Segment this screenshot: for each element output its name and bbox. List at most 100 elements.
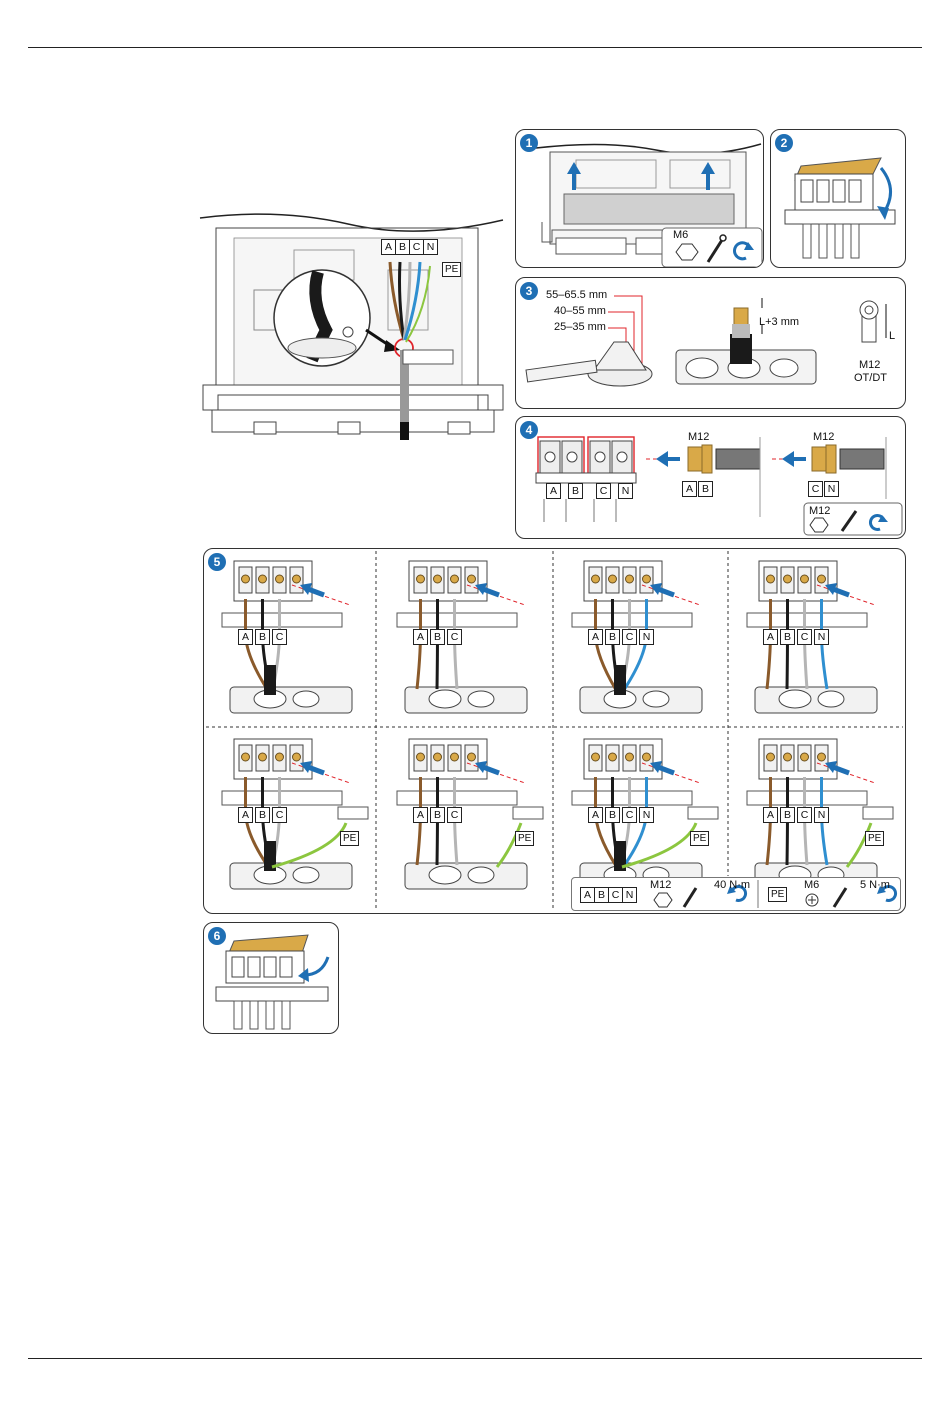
multicore-cable-sheath xyxy=(264,665,276,695)
step-5-torque-legend: A B C N M12 40 N·m PE M6 5 N·m xyxy=(571,877,901,911)
terminal-bolt xyxy=(626,753,634,761)
step-5-term-label: A xyxy=(763,807,778,823)
pe-cable xyxy=(272,823,346,867)
step-3-badge: 3 xyxy=(520,282,538,300)
torque-value-5: 5 N·m xyxy=(860,879,890,891)
step-5-term-label: A xyxy=(238,629,253,645)
mounting-rail xyxy=(747,791,867,805)
overview-term-n: N xyxy=(423,239,438,255)
step-5-term-label: C xyxy=(272,807,287,823)
cable-gland-plate xyxy=(230,687,352,713)
torque-bolt-m12: M12 xyxy=(650,879,671,891)
step-5-pe-label: PE xyxy=(690,831,709,846)
terminal-bolt xyxy=(293,753,301,761)
terminal-bolt xyxy=(592,753,600,761)
terminal-bolt xyxy=(242,575,250,583)
step-4-term-n: N xyxy=(618,483,633,499)
wrench-icon xyxy=(684,888,696,907)
cable-gland-plate xyxy=(580,687,702,713)
step-4-panel: 4 A B C N M12 xyxy=(515,416,906,539)
step-5-term-label: N xyxy=(814,629,829,645)
step-4-pair-left-a: A xyxy=(682,481,697,497)
step-5-pe-label: PE xyxy=(865,831,884,846)
terminal-bolt xyxy=(434,753,442,761)
terminal-bolt xyxy=(242,753,250,761)
step-4-bolt-right: M12 xyxy=(813,431,834,443)
terminal-bolt xyxy=(609,753,617,761)
multicore-cable-sheath xyxy=(614,665,626,695)
terminal-bolt xyxy=(451,575,459,583)
terminal-bolt xyxy=(468,753,476,761)
terminal-bolt xyxy=(801,753,809,761)
overview-cabinet-drawing xyxy=(198,200,508,445)
step-5-term-label: N xyxy=(639,629,654,645)
overview-term-b: B xyxy=(395,239,410,255)
step-5-term-label: A xyxy=(413,629,428,645)
step-5-term-label: B xyxy=(780,807,795,823)
step-5-cell-drawing xyxy=(387,733,547,901)
step-4-term-b: B xyxy=(568,483,583,499)
mounting-rail xyxy=(572,791,692,805)
wrench-icon xyxy=(834,888,846,907)
terminal-bolt xyxy=(609,575,617,583)
terminal-bolt xyxy=(643,575,651,583)
step-5-term-label: A xyxy=(238,807,253,823)
terminal-bolt xyxy=(767,575,775,583)
step-2-panel: 2 xyxy=(770,129,906,268)
torque-term-c: C xyxy=(608,887,623,903)
step-4-pair-left-b: B xyxy=(698,481,713,497)
step-1-drawing xyxy=(516,130,763,267)
cable-gland xyxy=(293,691,319,707)
step-6-badge: 6 xyxy=(208,927,226,945)
terminal-bolt xyxy=(276,575,284,583)
step-4-term-a: A xyxy=(546,483,561,499)
cable-gland xyxy=(643,691,669,707)
step-1-panel: 1 M6 xyxy=(515,129,764,268)
mounting-rail xyxy=(397,791,517,805)
terminal-bolt xyxy=(592,575,600,583)
step-5-term-label: A xyxy=(763,629,778,645)
step-3-bolt: M12 xyxy=(859,359,880,371)
terminal-bolt xyxy=(784,753,792,761)
overview-pe-label: PE xyxy=(442,262,461,277)
cable-gland xyxy=(468,691,494,707)
torque-bolt-m6: M6 xyxy=(804,879,819,891)
terminal-bolt xyxy=(784,575,792,583)
step-5-cell-drawing xyxy=(212,555,372,723)
cable-gland-plate xyxy=(755,687,877,713)
terminal-bolt xyxy=(818,753,826,761)
terminal-bolt xyxy=(417,753,425,761)
pe-bar xyxy=(863,807,893,819)
mounting-rail xyxy=(222,613,342,627)
cable-gland-plate xyxy=(405,687,527,713)
step-5-term-label: C xyxy=(797,629,812,645)
step-5-cell-drawing xyxy=(212,733,372,901)
step-4-pair-right-n: N xyxy=(824,481,839,497)
step-5-term-label: B xyxy=(430,807,445,823)
mounting-rail xyxy=(572,613,692,627)
step-5-term-label: C xyxy=(622,629,637,645)
terminal-bolt xyxy=(259,575,267,583)
cable-gland xyxy=(293,867,319,883)
step-3-panel: 3 55–65.5 mm 40–55 mm 25–35 mm L+3 mm L … xyxy=(515,277,906,409)
mounting-rail xyxy=(222,791,342,805)
step-5-term-label: C xyxy=(272,629,287,645)
step-4-badge: 4 xyxy=(520,421,538,439)
step-5-term-label: C xyxy=(622,807,637,823)
mounting-rail xyxy=(397,613,517,627)
torque-pe: PE xyxy=(768,887,787,902)
terminal-bolt xyxy=(767,753,775,761)
cable-gland xyxy=(818,691,844,707)
step-6-panel: 6 xyxy=(203,922,339,1034)
step-5-term-label: C xyxy=(447,807,462,823)
overview-diagram: A B C N PE xyxy=(198,200,508,445)
hex-nut-icon xyxy=(654,893,672,907)
pe-bar xyxy=(513,807,543,819)
terminal-bolt xyxy=(293,575,301,583)
step-3-length: L xyxy=(889,330,895,342)
terminal-bolt xyxy=(417,575,425,583)
